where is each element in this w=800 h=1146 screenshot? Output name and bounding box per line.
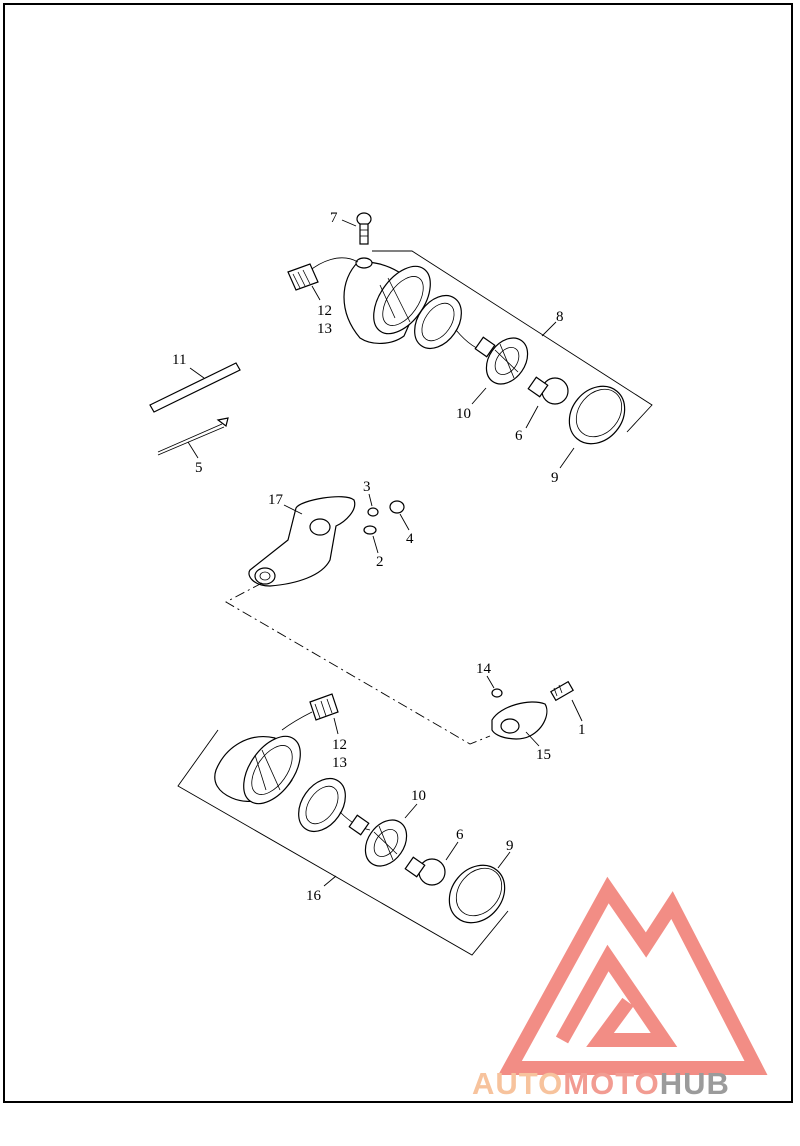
lens-upper	[568, 385, 626, 445]
bracket-line-8	[372, 250, 653, 433]
callout-17: 17	[268, 492, 284, 508]
bulb-upper	[527, 376, 569, 405]
callout-8: 8	[556, 309, 564, 325]
callout-5: 5	[195, 460, 203, 476]
bolt-part-1	[550, 680, 574, 702]
callout-11: 11	[172, 352, 186, 368]
gasket-upper	[414, 295, 462, 349]
callout-10-top: 10	[456, 406, 471, 422]
callout-13-top: 13	[317, 321, 332, 337]
callout-15: 15	[536, 747, 551, 763]
socket-reflector-lower	[339, 811, 408, 867]
callout-3: 3	[363, 479, 371, 495]
screw-part-7	[356, 212, 372, 245]
screw-part-2	[363, 525, 377, 535]
watermark-logo	[498, 876, 768, 1075]
leader-lines	[187, 219, 583, 887]
mount-bracket-17	[248, 496, 356, 587]
wire-upper	[307, 257, 359, 273]
callout-10-bottom: 10	[411, 788, 426, 804]
lens-lower	[448, 864, 506, 924]
callout-7: 7	[330, 210, 338, 226]
nut-part-4	[389, 500, 405, 514]
washer-part-3	[367, 507, 379, 517]
automotohub-watermark: AUTOMOTOHUB	[472, 876, 768, 1101]
gasket-lower	[298, 778, 346, 832]
callout-numbers: 7 12 13 8 10 6 9 11 5 17 3 4 2 14 1 15 1…	[172, 210, 586, 904]
callout-14: 14	[476, 661, 492, 677]
callout-9-top: 9	[551, 470, 559, 486]
lower-turn-signal-assembly	[177, 693, 509, 956]
callout-1: 1	[578, 722, 586, 738]
socket-reflector-upper	[455, 329, 529, 385]
callout-12-bottom: 12	[332, 737, 347, 753]
callout-6-top: 6	[515, 428, 523, 444]
connector-lower	[309, 693, 339, 721]
alignment-dashed-line	[225, 582, 491, 745]
cable-tie-part-5	[157, 417, 229, 456]
screw-part-14	[491, 688, 503, 698]
bulb-lower	[404, 856, 446, 886]
housing-upper	[343, 257, 431, 344]
callout-13-bottom: 13	[332, 755, 347, 771]
callout-9-bottom: 9	[506, 838, 514, 854]
upper-turn-signal-assembly	[287, 212, 653, 445]
rod-part-11	[149, 362, 241, 413]
connector-upper	[287, 263, 319, 291]
callout-16: 16	[306, 888, 322, 904]
callout-6-bottom: 6	[456, 827, 464, 843]
watermark-auto: AUTOMOTOHUB	[472, 1066, 730, 1101]
mount-block-15	[491, 701, 548, 740]
housing-lower	[214, 735, 301, 805]
callout-4: 4	[406, 531, 414, 547]
bracket-line-16	[177, 729, 509, 956]
callout-2: 2	[376, 554, 384, 570]
callout-12-top: 12	[317, 303, 332, 319]
wire-lower	[281, 711, 313, 731]
